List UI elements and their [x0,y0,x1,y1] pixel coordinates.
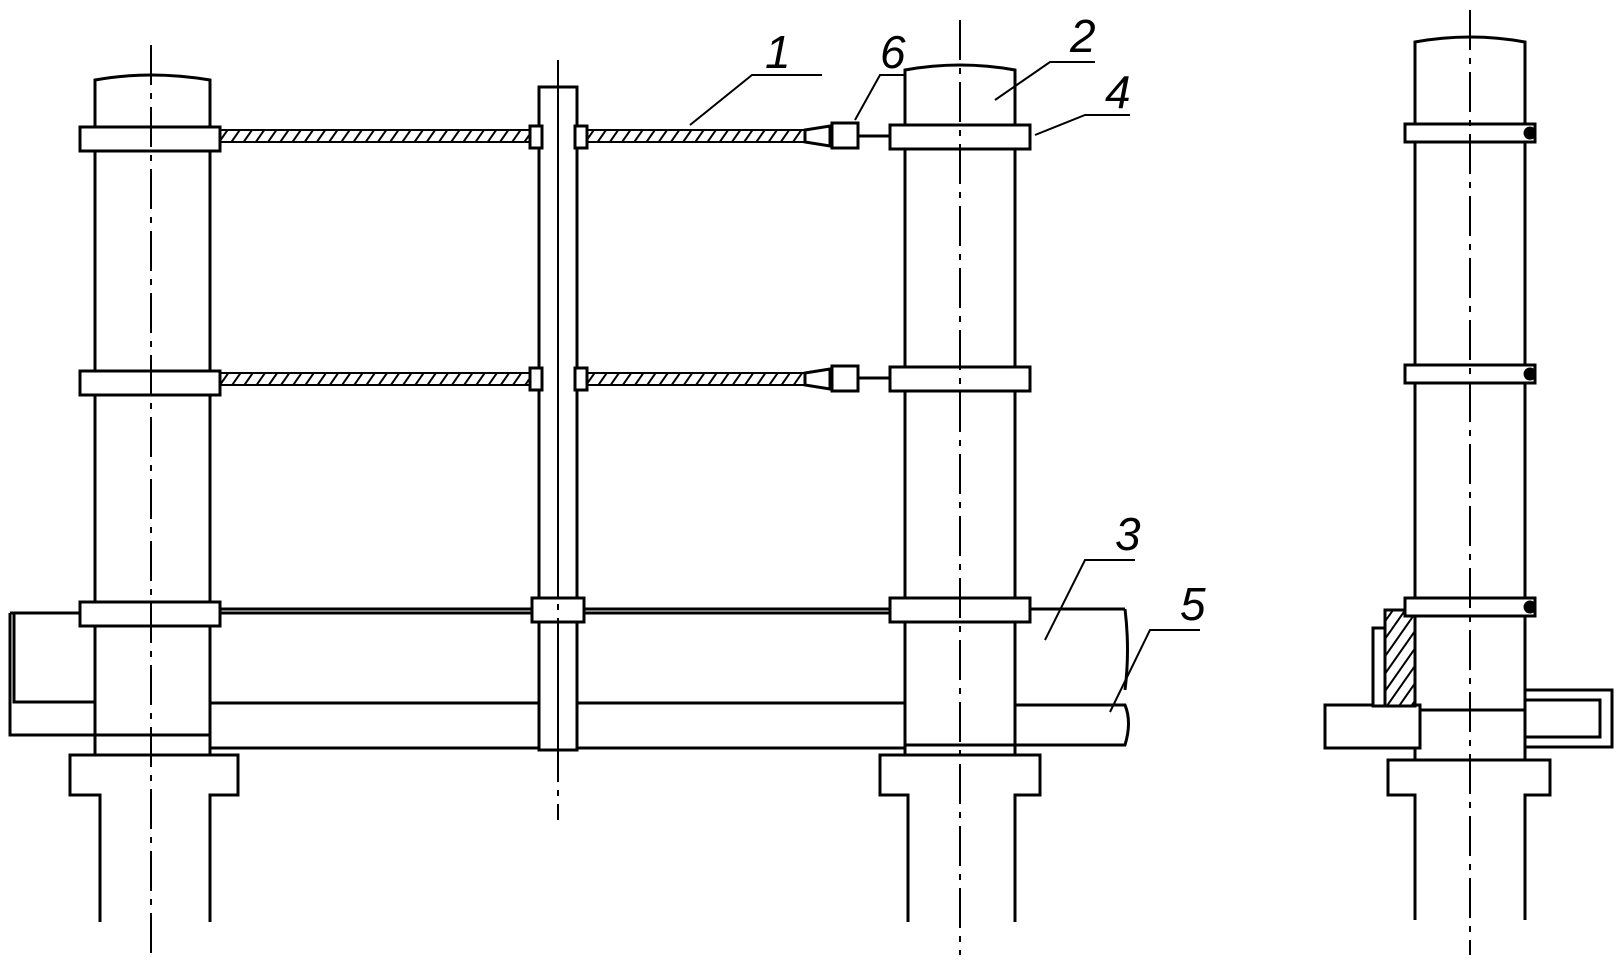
label-5: 5 [1180,578,1206,630]
center-lines [150,10,1471,955]
label-6: 6 [880,26,906,78]
label-3: 3 [1115,508,1141,560]
right-column-2 [878,63,1042,922]
label-1: 1 [765,26,791,78]
tensioner-6 [803,121,892,393]
left-column [68,73,240,922]
label-4: 4 [1105,66,1131,118]
callouts: 1 6 2 4 3 5 [765,10,1206,630]
label-2: 2 [1069,10,1096,62]
side-view-bracket [1323,608,1614,750]
cable-1 [219,129,806,386]
left-cable-tray [8,611,97,737]
leader-lines [689,61,1200,713]
